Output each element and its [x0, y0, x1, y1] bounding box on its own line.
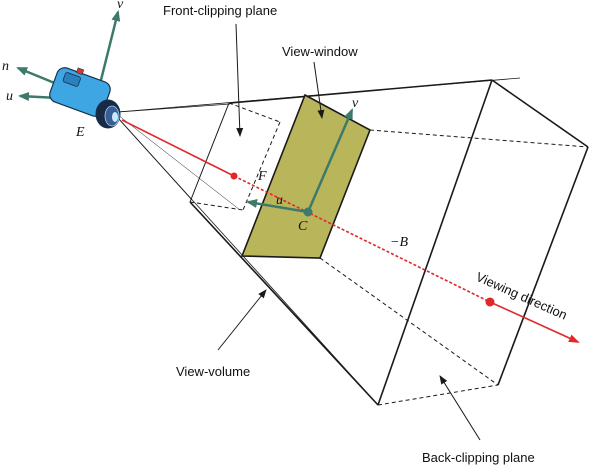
back-point: [485, 297, 495, 307]
viewing-direction-arrow: [489, 301, 580, 343]
window-v-symbol: v: [352, 96, 359, 111]
center-c-symbol: C: [298, 219, 308, 234]
viewing-direction-line: [121, 119, 235, 177]
projector-top-left: [117, 103, 231, 113]
back-clipping-plane-shape: [189, 79, 589, 406]
front-clipping-plane-label: Front-clipping plane: [163, 3, 277, 18]
window-u-symbol: u: [276, 193, 283, 208]
projector-mid: [117, 114, 241, 211]
view-window-label: View-window: [282, 44, 358, 59]
viewing-direction-label: Viewing direction: [474, 269, 570, 323]
front-clipping-plane-shape: [189, 102, 281, 211]
front-point: [230, 172, 238, 180]
front-clipping-callout: [235, 23, 244, 137]
window-center-point: [303, 207, 313, 217]
camera-u-symbol: u: [6, 89, 13, 104]
window-u-axis: [246, 199, 309, 214]
view-volume-label: View-volume: [176, 364, 250, 379]
view-volume-callout: [217, 289, 267, 351]
camera-v-symbol: v: [117, 0, 124, 12]
viewing-direction-dashed: [233, 175, 491, 303]
frustum-top-edge: [229, 79, 493, 104]
eye-symbol: E: [75, 125, 85, 140]
back-b-symbol: −B: [390, 235, 408, 250]
frustum-left-edge: [189, 201, 379, 406]
back-clipping-callout: [439, 375, 481, 441]
camera-icon: [49, 67, 121, 129]
view-window-callout: [313, 61, 325, 119]
back-clipping-plane-label: Back-clipping plane: [422, 450, 535, 465]
window-v-axis: [306, 108, 354, 213]
camera-n-symbol: n: [2, 59, 9, 74]
front-f-symbol: F: [257, 169, 267, 184]
